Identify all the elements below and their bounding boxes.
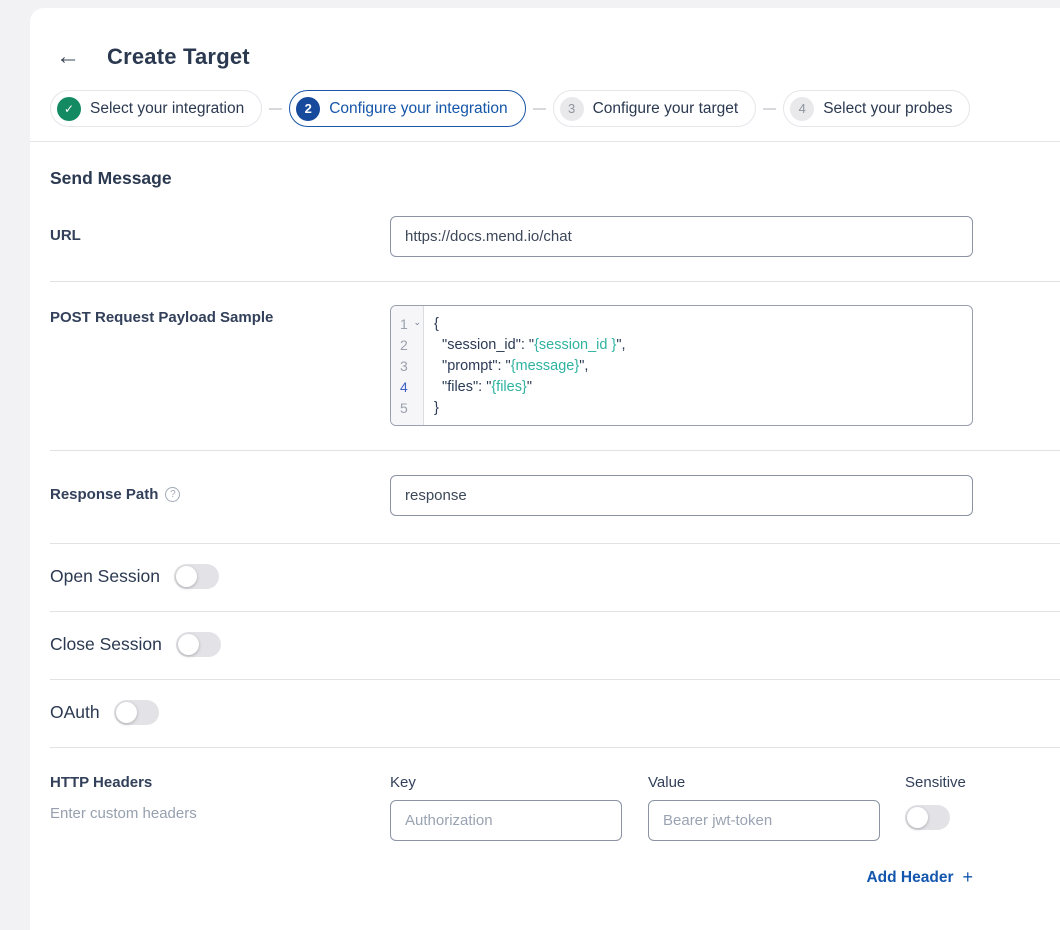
toggle-knob: [175, 566, 197, 587]
page-title: Create Target: [107, 44, 250, 69]
close-session-toggle[interactable]: [175, 632, 221, 657]
open-session-row: Open Session: [50, 544, 1060, 611]
add-header-row: Add Header +: [390, 867, 973, 888]
wizard-stepper: ✓ Select your integration 2 Configure yo…: [30, 70, 1060, 127]
help-icon[interactable]: ?: [165, 487, 181, 502]
section-divider: [50, 611, 1060, 612]
http-headers-hint: Enter custom headers: [50, 805, 197, 822]
url-label: URL: [50, 227, 81, 244]
section-title-send-message: Send Message: [50, 168, 172, 188]
fold-chevron-icon[interactable]: ⌄: [413, 317, 421, 327]
code-line: "files": "{files}": [434, 379, 532, 395]
oauth-row: OAuth: [50, 680, 1060, 747]
line-number: 3: [400, 358, 408, 374]
step-connector: [763, 107, 777, 110]
step-number: 2: [296, 96, 321, 121]
payload-row: POST Request Payload Sample 1⌄ 2 3 4 5 {…: [50, 305, 1060, 426]
line-number: 5: [400, 400, 408, 416]
create-target-card: ← Create Target ✓ Select your integratio…: [30, 8, 1060, 930]
step-number: 3: [559, 96, 584, 121]
code-content[interactable]: { "session_id": "{session_id }", "prompt…: [424, 306, 626, 425]
close-session-row: Close Session: [50, 612, 1060, 679]
step-label: Select your integration: [90, 99, 245, 117]
step-connector: [532, 107, 546, 110]
oauth-label: OAuth: [50, 702, 100, 722]
header-value-label: Value: [648, 774, 686, 791]
url-row: URL: [50, 216, 1060, 257]
line-number: 2: [400, 337, 408, 353]
code-line: }: [434, 400, 439, 416]
back-arrow-icon[interactable]: ←: [56, 43, 80, 70]
code-gutter: 1⌄ 2 3 4 5: [391, 306, 424, 425]
header-sensitive-label: Sensitive: [905, 774, 966, 791]
code-line: "prompt": "{message}",: [434, 358, 589, 374]
toggle-knob: [115, 702, 137, 723]
code-line: "session_id": "{session_id }",: [434, 337, 626, 353]
step-configure-target[interactable]: 3 Configure your target: [552, 90, 757, 127]
response-path-label: Response Path: [50, 486, 159, 503]
open-session-label: Open Session: [50, 566, 160, 586]
step-number: 4: [790, 96, 815, 121]
plus-icon: +: [962, 867, 973, 887]
section-divider: [50, 543, 1060, 544]
toggle-knob: [177, 634, 199, 655]
sensitive-toggle[interactable]: [905, 805, 950, 830]
add-header-button[interactable]: Add Header +: [866, 867, 973, 887]
header-key-input[interactable]: [390, 800, 622, 841]
step-configure-integration[interactable]: 2 Configure your integration: [289, 90, 526, 127]
payload-code-editor[interactable]: 1⌄ 2 3 4 5 { "session_id": "{session_id …: [390, 305, 973, 426]
open-session-toggle[interactable]: [173, 564, 219, 589]
stepper-divider: [30, 141, 1060, 142]
step-label: Select your probes: [823, 99, 953, 117]
header-value-input[interactable]: [648, 800, 880, 841]
response-path-input[interactable]: [390, 475, 973, 516]
section-divider: [50, 450, 1060, 451]
section-divider: [50, 281, 1060, 282]
page-header: ← Create Target: [30, 8, 1060, 70]
header-key-label: Key: [390, 774, 416, 791]
section-divider: [50, 679, 1060, 680]
section-divider: [50, 747, 1060, 748]
line-number: 1⌄: [400, 316, 421, 332]
step-complete-check-icon: ✓: [57, 96, 81, 121]
step-label: Configure your target: [592, 99, 739, 117]
http-headers-label: HTTP Headers: [50, 774, 153, 791]
close-session-label: Close Session: [50, 634, 162, 654]
oauth-toggle[interactable]: [113, 700, 159, 725]
toggle-knob: [907, 807, 928, 828]
http-headers-row: HTTP Headers Enter custom headers Key Va…: [50, 774, 1060, 841]
code-line: {: [434, 316, 439, 332]
integration-form: Send Message URL POST Request Payload Sa…: [30, 168, 1060, 888]
step-connector: [269, 107, 283, 110]
step-label: Configure your integration: [329, 99, 508, 117]
response-path-row: Response Path ?: [50, 475, 1060, 516]
line-number-active: 4: [400, 379, 408, 395]
url-input[interactable]: [390, 216, 973, 257]
payload-label: POST Request Payload Sample: [50, 309, 274, 326]
step-select-integration[interactable]: ✓ Select your integration: [50, 90, 263, 127]
step-select-probes[interactable]: 4 Select your probes: [783, 90, 971, 127]
